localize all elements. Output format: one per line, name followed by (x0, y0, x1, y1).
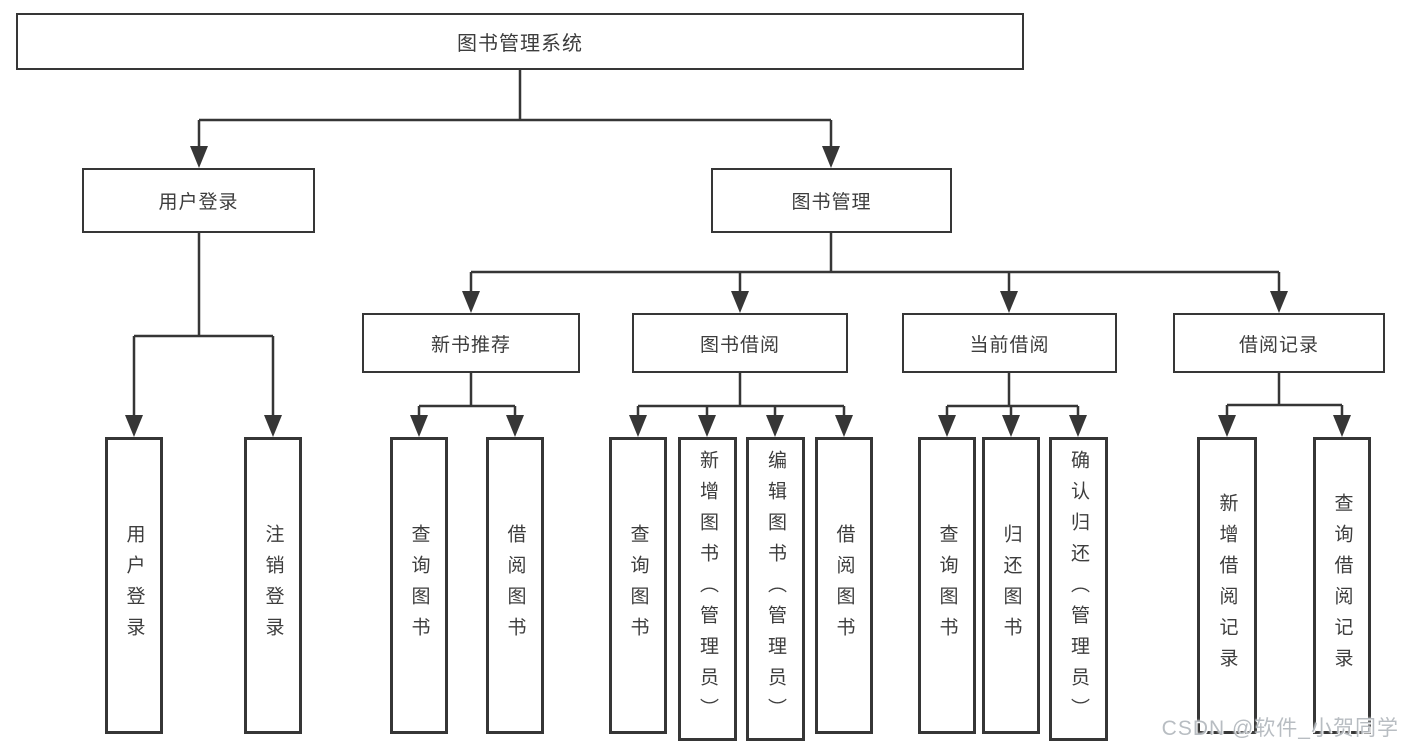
node-user-login: 用户登录 (82, 168, 315, 233)
leaf-label: 归还图书 (1000, 523, 1022, 648)
leaf-query-books-borrowing: 查询图书 (609, 437, 667, 734)
node-book-borrowing: 图书借阅 (632, 313, 848, 373)
watermark: CSDN @软件_小贺同学 (1161, 717, 1399, 740)
leaf-user-login: 用户登录 (105, 437, 163, 734)
leaf-label: 新增借阅记录 (1216, 492, 1238, 679)
node-new-book-recommendation: 新书推荐 (362, 313, 580, 373)
leaf-label: 确认归还（管理员） (1068, 449, 1089, 729)
node-label: 当前借阅 (969, 334, 1050, 356)
leaf-edit-books-admin: 编辑图书（管理员） (746, 437, 805, 741)
leaf-label: 注销登录 (262, 523, 284, 648)
leaf-label: 编辑图书（管理员） (765, 449, 786, 729)
leaf-label: 借阅图书 (833, 523, 855, 648)
leaf-label: 查询图书 (936, 523, 958, 648)
leaf-logout: 注销登录 (244, 437, 302, 734)
leaf-borrow-books-recommend: 借阅图书 (486, 437, 544, 734)
node-label: 借阅记录 (1238, 334, 1319, 356)
node-book-management: 图书管理 (711, 168, 952, 233)
node-label: 新书推荐 (430, 334, 511, 356)
leaf-borrow-books-borrowing: 借阅图书 (815, 437, 873, 734)
leaf-query-books-recommend: 查询图书 (390, 437, 448, 734)
node-current-borrowing: 当前借阅 (902, 313, 1117, 373)
node-label: 图书借阅 (699, 334, 780, 356)
leaf-query-borrow-record: 查询借阅记录 (1313, 437, 1371, 734)
leaf-label: 查询图书 (408, 523, 430, 648)
node-library-management-system: 图书管理系统 (16, 13, 1024, 70)
leaf-add-books-admin: 新增图书（管理员） (678, 437, 737, 741)
node-label: 用户登录 (158, 192, 239, 213)
node-label: 图书管理 (791, 192, 872, 213)
leaf-confirm-return-admin: 确认归还（管理员） (1049, 437, 1108, 741)
leaf-return-books: 归还图书 (982, 437, 1040, 734)
leaf-label: 新增图书（管理员） (697, 449, 718, 729)
leaf-label: 借阅图书 (504, 523, 526, 648)
node-label: 图书管理系统 (457, 33, 583, 55)
leaf-query-books-current: 查询图书 (918, 437, 976, 734)
leaf-label: 查询借阅记录 (1331, 492, 1353, 679)
leaf-label: 用户登录 (123, 523, 145, 648)
arrowheads (125, 146, 1351, 437)
node-borrowing-records: 借阅记录 (1173, 313, 1385, 373)
leaf-add-borrow-record: 新增借阅记录 (1197, 437, 1257, 734)
leaf-label: 查询图书 (627, 523, 649, 648)
